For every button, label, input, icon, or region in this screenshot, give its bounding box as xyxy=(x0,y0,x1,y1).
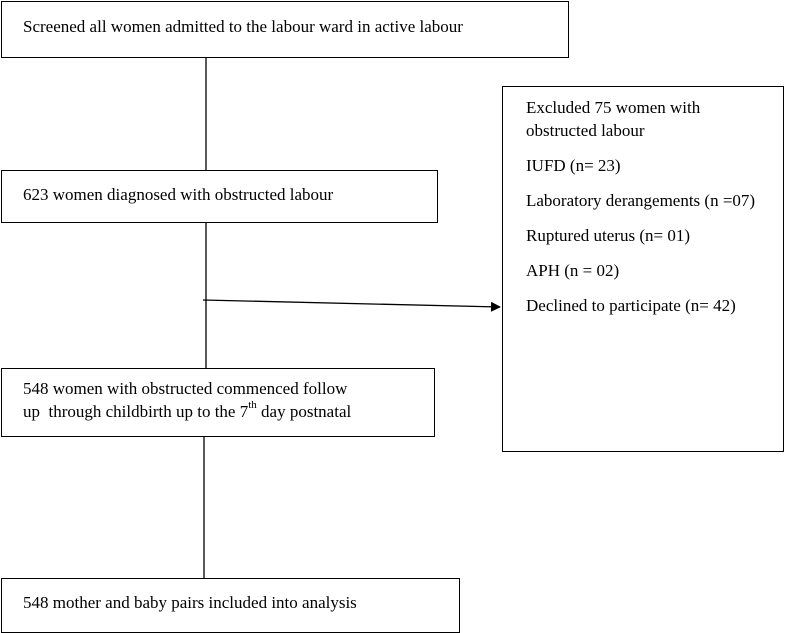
analysis-text: 548 mother and baby pairs included into … xyxy=(23,593,357,612)
excluded-item: Laboratory derangements (n =07) xyxy=(526,190,756,210)
followup-text-line2-end: day postnatal xyxy=(256,401,352,421)
excluded-item: Ruptured uterus (n= 01) xyxy=(526,225,690,245)
excluded-item: APH (n = 02) xyxy=(526,260,620,280)
diagnosed-box: 623 women diagnosed with obstructed labo… xyxy=(1,170,438,223)
screened-text: Screened all women admitted to the labou… xyxy=(23,17,463,36)
followup-text-line2: up through childbirth up to the 7th day … xyxy=(23,399,424,424)
followup-superscript: th xyxy=(248,399,257,412)
analysis-box: 548 mother and baby pairs included into … xyxy=(1,578,460,633)
excluded-heading: Excluded 75 women with obstructed labour xyxy=(526,98,701,140)
excluded-box: Excluded 75 women with obstructed labour… xyxy=(502,86,784,452)
screened-box: Screened all women admitted to the labou… xyxy=(1,1,569,58)
followup-text-line1: 548 women with obstructed commenced foll… xyxy=(23,379,348,398)
excluded-item: IUFD (n= 23) xyxy=(526,155,621,175)
followup-text-line2-start: up through childbirth up to the 7 xyxy=(23,401,249,421)
followup-box: 548 women with obstructed commenced foll… xyxy=(1,368,435,437)
exclusion-arrow xyxy=(202,299,501,312)
diagnosed-text: 623 women diagnosed with obstructed labo… xyxy=(23,185,334,204)
excluded-item: Declined to participate (n= 42) xyxy=(526,295,736,315)
